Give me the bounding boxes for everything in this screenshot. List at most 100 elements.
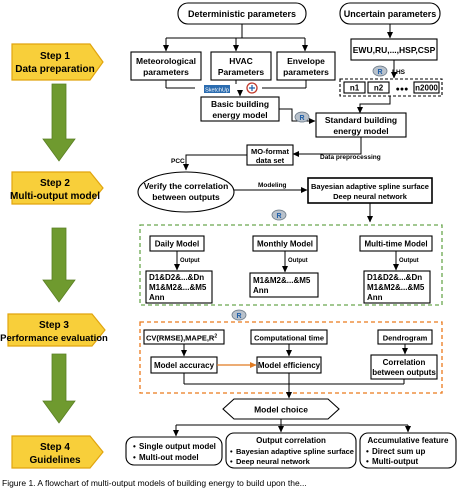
meteorological-label-2: parameters: [143, 67, 189, 77]
model-methods-label-2: Deep neural network: [333, 192, 408, 201]
hvac-label: HVAC: [229, 56, 252, 66]
meteorological-label: Meteorological: [136, 56, 196, 66]
step-3-title: Performance evaluation: [0, 333, 108, 344]
guideline-multi-out: Multi-out model: [139, 453, 199, 462]
output-label: Output: [180, 258, 200, 264]
model-methods-box: [307, 177, 433, 204]
hvac-box: [210, 51, 272, 81]
energyplus-icon: [246, 82, 258, 94]
guideline-accumulative-box: [359, 432, 457, 469]
guideline-bullet-2: •: [133, 453, 136, 462]
step-2-label: Step 2: [40, 178, 70, 189]
correlation-outputs-label-2: between outputs: [372, 368, 436, 377]
correlation-outputs-label: Correlation: [383, 358, 426, 367]
multitime-output-1: D1&D2&...&Dn: [367, 273, 422, 282]
computational-time-label: Computational time: [254, 334, 324, 343]
figure-caption: Figure 1. A flowchart of multi-output mo…: [2, 478, 307, 488]
monthly-output-2: Ann: [253, 286, 269, 295]
step-1-title: Data preparation: [15, 64, 94, 75]
step-2-title: Multi-output model: [10, 191, 100, 202]
step-1-label: Step 1: [40, 51, 70, 62]
model-choice-hexagon: [222, 398, 340, 420]
step-4: Step 4 Guidelines: [11, 435, 104, 469]
modeling-label: Modeling: [258, 182, 287, 189]
sketchup-logo: [204, 85, 230, 93]
r-logo-icon: R: [372, 65, 388, 77]
sketchup-label: SketchUp: [205, 88, 229, 94]
basic-building-box: [200, 96, 280, 122]
dendrogram-label: Dendrogram: [383, 334, 428, 343]
multitime-outputs-box: [363, 270, 431, 304]
guideline-multi-output: Multi-output: [372, 457, 419, 466]
guideline-output-correlation-title: Output correlation: [256, 436, 326, 445]
verify-correlation-ellipse: [137, 171, 235, 213]
down-arrow-2: [42, 227, 76, 303]
svg-text:R: R: [299, 115, 304, 122]
model-accuracy-label: Model accuracy: [154, 361, 215, 370]
multitime-output-2: M1&M2&...&M5: [367, 283, 425, 292]
guideline-bullet-4: •: [230, 457, 233, 466]
sample-dots: ●●●: [396, 86, 409, 93]
sample-n2000-label: n2000: [415, 84, 438, 93]
step-3: Step 3 Performance evaluation: [0, 313, 108, 347]
svg-text:R: R: [377, 69, 382, 76]
uncertain-parameters-label: Uncertain parameters: [344, 9, 437, 19]
basic-building-label-2: energy model: [212, 110, 267, 120]
guideline-bullet-6: •: [366, 457, 369, 466]
sample-n1-label: n1: [350, 84, 360, 93]
standard-building-box: [315, 112, 407, 138]
guideline-direct-sum: Direct sum up: [372, 447, 425, 456]
mo-format-label-2: data set: [256, 156, 285, 165]
daily-output-1: D1&D2&...&Dn: [149, 273, 204, 282]
envelope-box: [276, 51, 336, 81]
monthly-outputs-box: [249, 272, 319, 298]
daily-model-label: Daily Model: [155, 240, 199, 249]
arrow: [357, 96, 391, 114]
monthly-output-1: M1&M2&...&M5: [253, 276, 311, 285]
mo-format-label: MO-format: [251, 147, 289, 156]
standard-building-label-2: energy model: [333, 126, 388, 136]
sample-n1: [343, 81, 366, 94]
arrow: [183, 154, 247, 171]
daily-output-2: M1&M2&...&M5: [149, 283, 207, 292]
guideline-bullet-3: •: [230, 447, 233, 456]
deterministic-parameters-label: Deterministic parameters: [188, 9, 296, 19]
envelope-label-2: parameters: [283, 67, 329, 77]
svg-text:R: R: [236, 313, 241, 320]
multitime-model-label: Multi-time Model: [364, 240, 427, 249]
arrow: [292, 137, 362, 157]
step-4-title: Guidelines: [29, 455, 81, 466]
guideline-bayesian: Bayesian adaptive spline surface: [236, 447, 354, 456]
basic-building-label: Basic building: [211, 99, 269, 109]
meteorological-box: [130, 51, 202, 81]
lhs-label: LHS: [392, 69, 406, 76]
guideline-bullet-5: •: [366, 447, 369, 456]
hvac-label-2: Parameters: [218, 67, 265, 77]
monthly-model-label: Monthly Model: [257, 240, 313, 249]
guideline-bullet-1: •: [133, 442, 136, 451]
r-logo-icon: R: [231, 309, 247, 321]
r-logo-icon: R: [271, 209, 287, 221]
step-1: Step 1 Data preparation: [11, 43, 104, 81]
step-2: Step 2 Multi-output model: [10, 171, 104, 205]
evaluation-region: [139, 321, 443, 394]
down-arrow-1: [42, 83, 76, 162]
cv-metrics-label: CV(RMSE),MAPE,R2: [146, 334, 217, 343]
ewu-label: EWU,RU,...,HSP,CSP: [353, 45, 436, 55]
down-arrow-3: [42, 353, 76, 424]
multitime-output-3: Ann: [367, 293, 383, 302]
step-4-label: Step 4: [40, 442, 70, 453]
output-label: Output: [288, 258, 308, 264]
pcc-label: PCC: [171, 158, 185, 165]
daily-outputs-box: [145, 270, 213, 304]
data-preprocessing-label: Data preprocessing: [320, 154, 381, 161]
model-methods-label: Bayesian adaptive spline surface: [311, 182, 429, 191]
correlation-outputs-box: [370, 354, 438, 380]
envelope-label: Envelope: [287, 56, 325, 66]
verify-correlation-label: Verify the correlation: [144, 181, 229, 191]
daily-output-3: Ann: [149, 293, 165, 302]
sample-n2: [367, 81, 390, 94]
standard-building-label: Standard building: [325, 115, 397, 125]
guideline-accumulative-title: Accumulative feature: [368, 436, 449, 445]
